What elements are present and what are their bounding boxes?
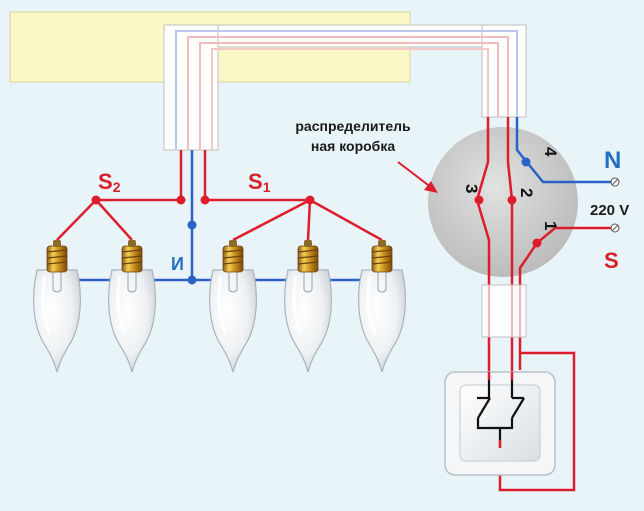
- terminal-4-label: 4: [541, 147, 560, 157]
- double-switch-icon: [444, 371, 556, 476]
- phase-label: S: [604, 248, 619, 273]
- light-bulb-icon: [208, 238, 258, 374]
- light-bulb-icon: [32, 238, 82, 374]
- terminal-3-label: 3: [462, 184, 481, 193]
- terminal-1-label: 1: [541, 221, 560, 230]
- bulb-group-s1: [208, 238, 407, 374]
- junction-box-label-line1: распределитель: [295, 118, 411, 134]
- group-s2-label: S2: [98, 169, 121, 195]
- voltage-label: 220 V: [590, 202, 629, 219]
- neutral-bus-label: И: [171, 254, 184, 274]
- junction-box-label-line2: ная коробка: [311, 138, 395, 154]
- light-bulb-icon: [107, 238, 157, 374]
- neutral-label: N: [604, 147, 621, 174]
- junction-dots: [91, 157, 542, 285]
- terminal-2-label: 2: [517, 188, 536, 197]
- light-bulb-icon: [283, 238, 333, 374]
- group-s1-label: S1: [248, 169, 271, 195]
- conduit-wires: [175, 30, 518, 150]
- bulb-group-s2: [32, 238, 157, 374]
- arrow-icon: [397, 161, 438, 193]
- light-bulb-icon: [357, 238, 407, 374]
